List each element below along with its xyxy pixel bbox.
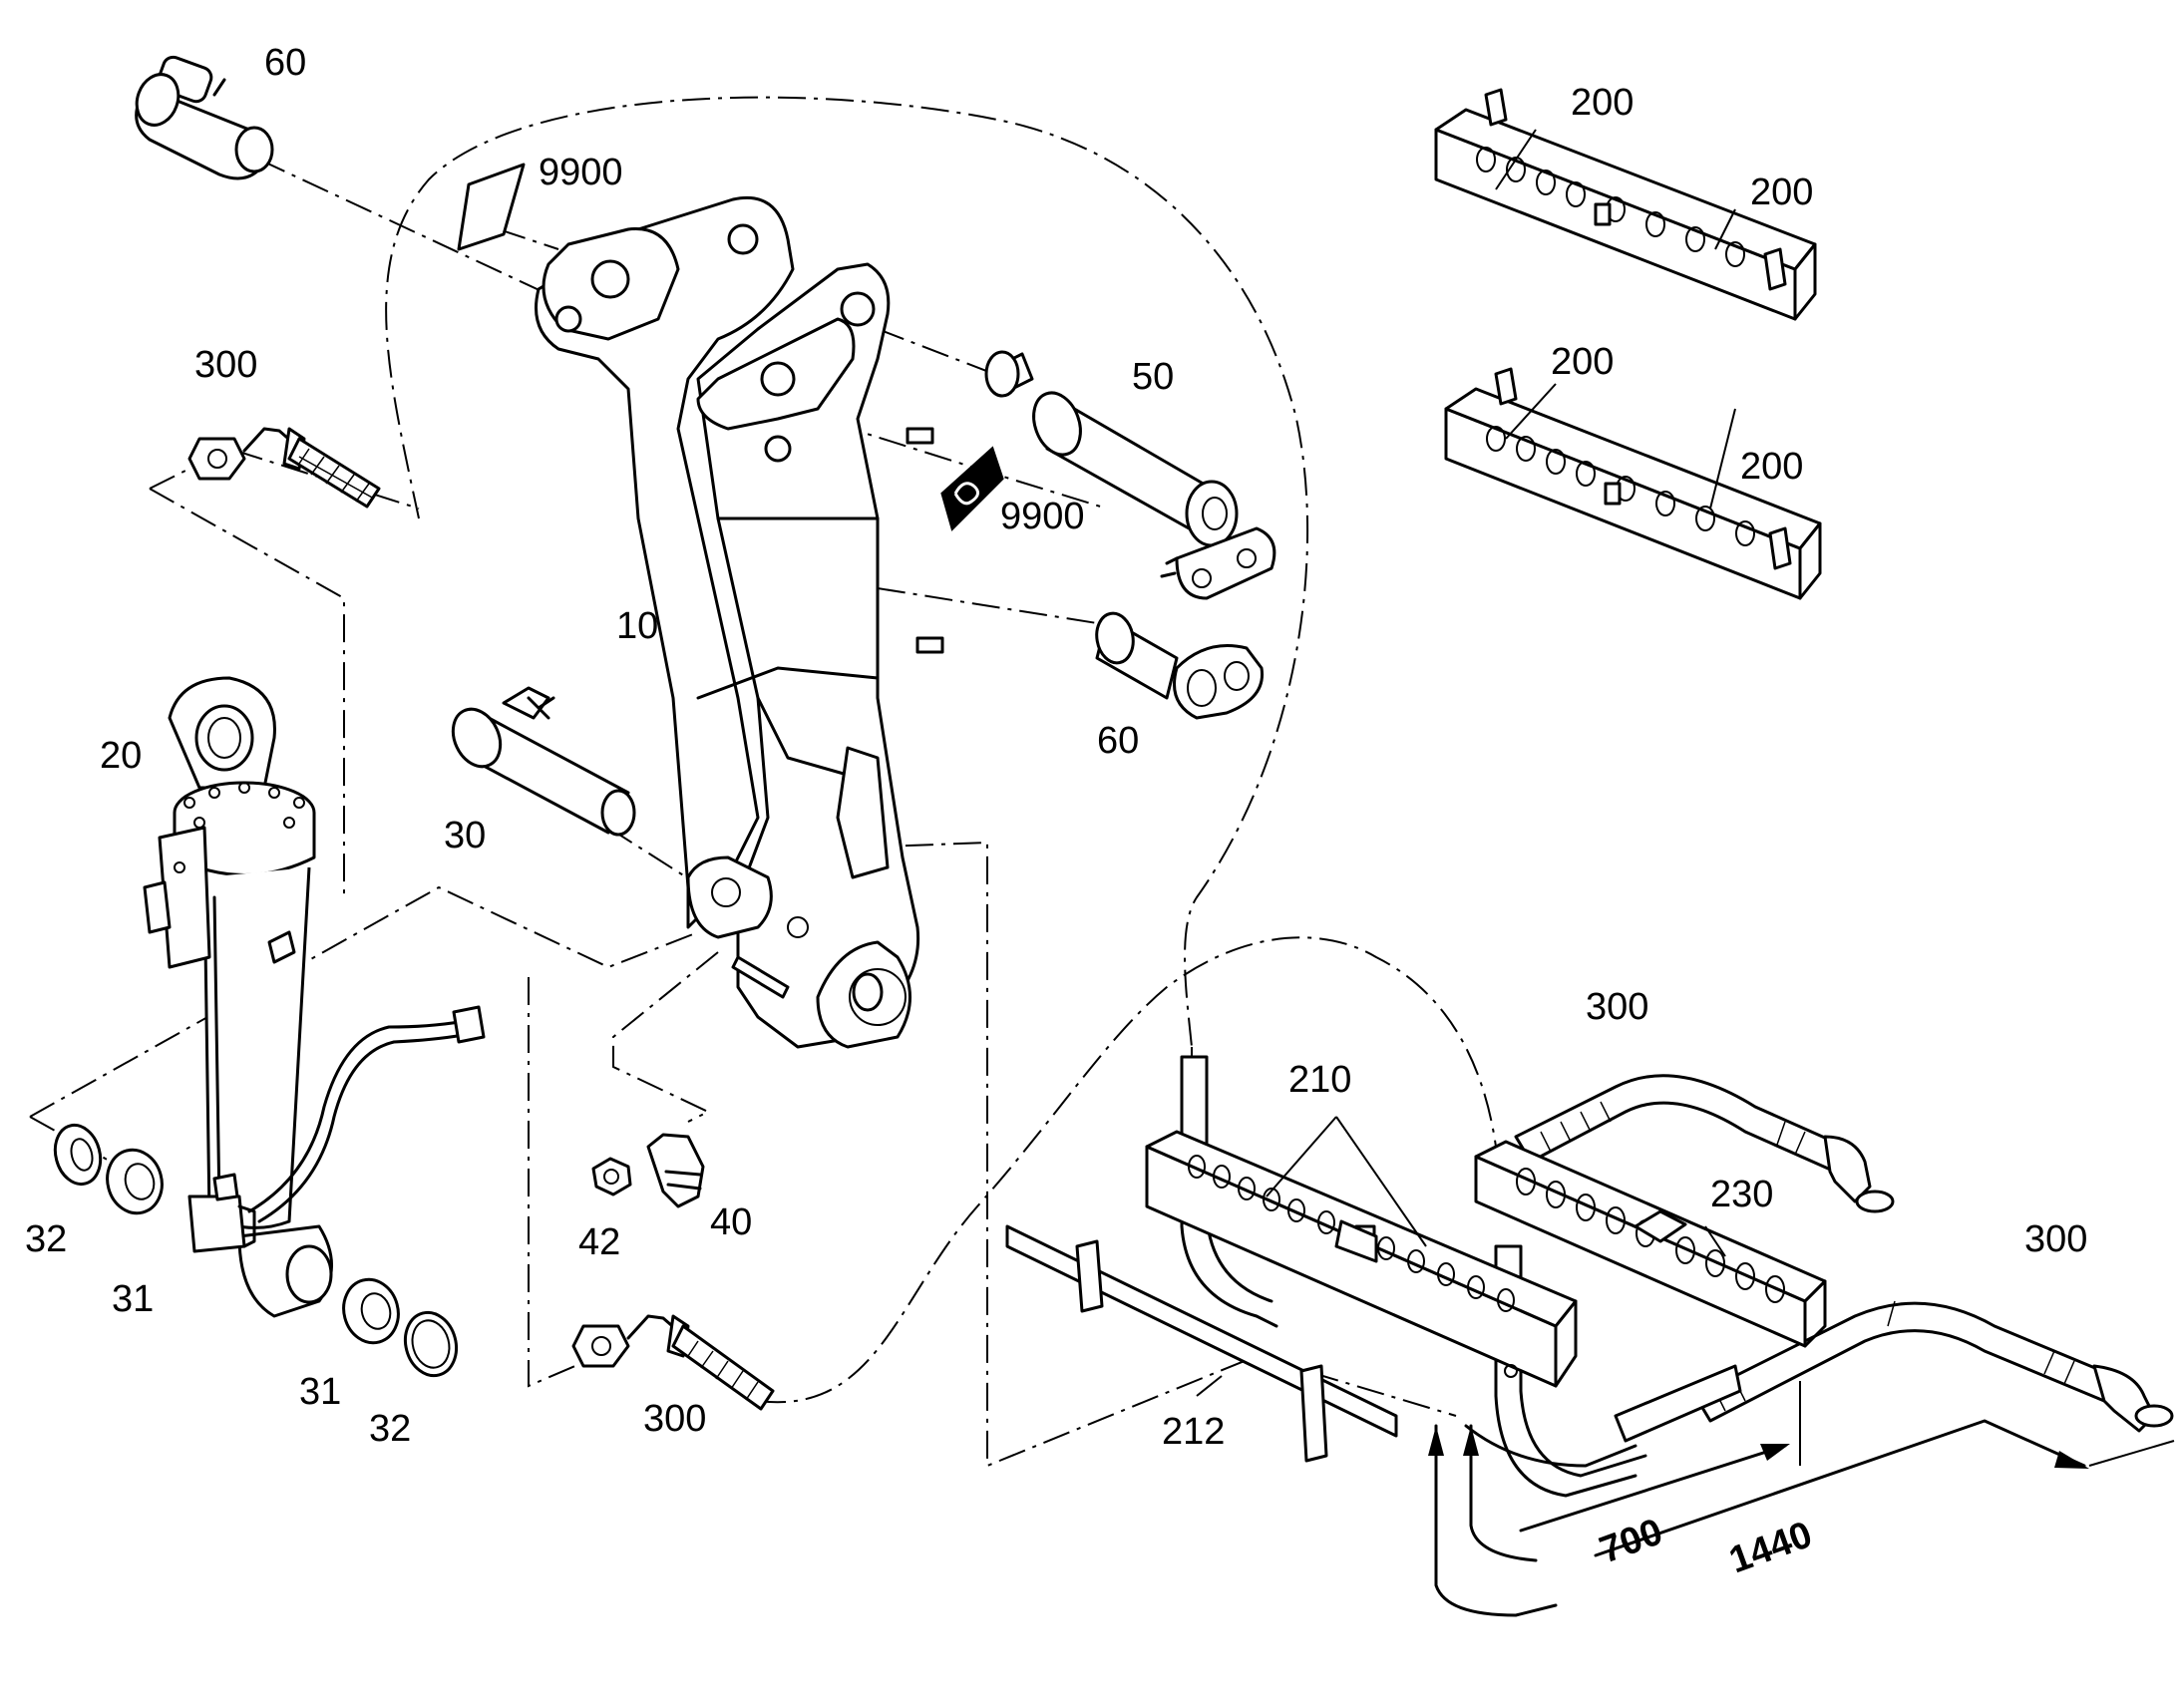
label-300-right: 300	[2024, 1218, 2087, 1260]
label-9900-mid: 9900	[1000, 496, 1085, 537]
sticker-9900-mid	[940, 446, 1004, 531]
label-300-bottom: 300	[643, 1398, 706, 1440]
pin-60-top	[135, 55, 274, 180]
dimension-1440: 1440	[1724, 1514, 1818, 1581]
rail-212	[1005, 1224, 1398, 1463]
terminal-strip-210	[1145, 1130, 1578, 1388]
pin-50	[984, 350, 1276, 600]
cylinder-20	[143, 676, 486, 1318]
washers	[53, 1123, 459, 1378]
label-212: 212	[1162, 1411, 1225, 1453]
callout-leaders	[1196, 129, 1736, 1397]
label-210: 210	[1288, 1059, 1351, 1101]
dimension-arrows	[1428, 1381, 2175, 1617]
pin-30	[451, 686, 636, 837]
label-40: 40	[710, 1201, 752, 1243]
boom-10	[535, 195, 944, 1049]
dimension-700: 700	[1595, 1511, 1668, 1571]
pin-60-mid	[1095, 611, 1265, 720]
terminal-strip-230	[1474, 1140, 1827, 1348]
label-200-a: 200	[1571, 82, 1634, 124]
label-32-bottom: 32	[369, 1408, 411, 1450]
terminal-strips-200-top	[1434, 88, 1817, 321]
label-60-top: 60	[264, 42, 306, 84]
nut-42-clamp-40	[591, 1133, 705, 1208]
label-31-left: 31	[112, 1278, 154, 1320]
part-labels: 60 9900 300 10 50 9900 60 20 30 32 31 31…	[25, 42, 2087, 1581]
hose-300-bottom	[571, 1314, 775, 1411]
label-20: 20	[100, 735, 142, 777]
label-42: 42	[578, 1221, 620, 1263]
label-230: 230	[1710, 1174, 1773, 1215]
hose-300-left	[187, 427, 381, 509]
label-200-b: 200	[1750, 171, 1813, 213]
label-30: 30	[444, 815, 486, 856]
label-50: 50	[1132, 356, 1174, 398]
label-9900-top: 9900	[539, 152, 623, 193]
sticker-9900-top	[457, 163, 526, 251]
label-300-right-top: 300	[1586, 986, 1648, 1028]
terminal-strips-200-bottom	[1444, 367, 1822, 600]
label-10: 10	[616, 605, 658, 647]
label-32-left: 32	[25, 1218, 67, 1260]
label-300-left: 300	[194, 344, 257, 386]
label-200-c: 200	[1551, 341, 1614, 383]
label-60-mid: 60	[1097, 720, 1139, 762]
label-31-bottom: 31	[299, 1371, 341, 1413]
label-200-d: 200	[1740, 446, 1803, 488]
